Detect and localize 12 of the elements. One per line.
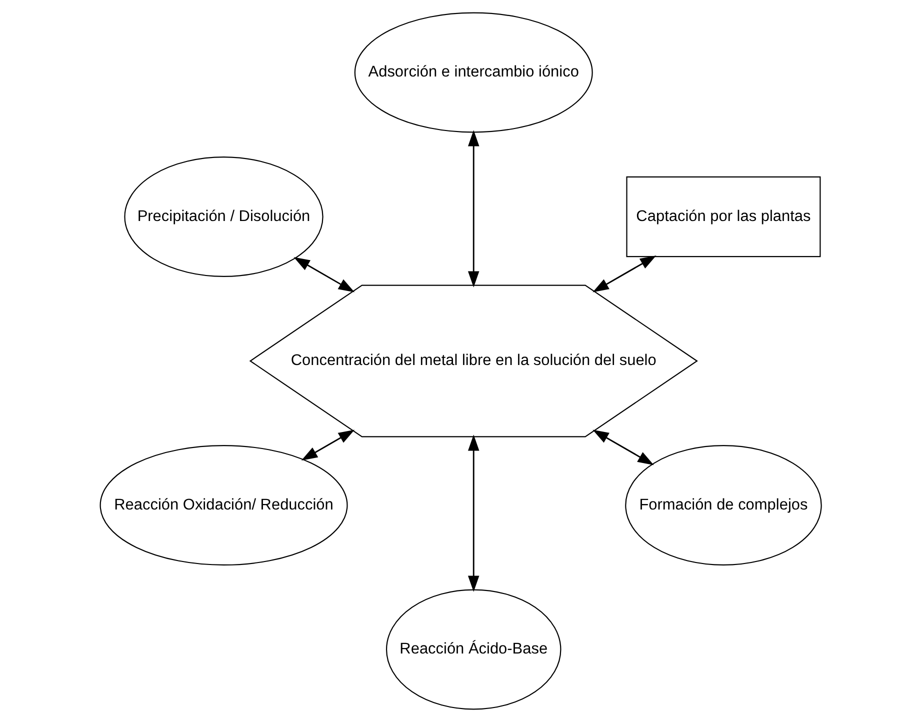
node-ellipse: Reacción Ácido-Base — [385, 589, 561, 710]
arrow — [467, 130, 479, 288]
arrow — [293, 257, 354, 292]
node-ellipse: Reacción Oxidación/ Reducción — [99, 445, 348, 566]
arrow — [467, 434, 479, 592]
arrow — [592, 256, 656, 292]
node-ellipse: Precipitación / Disolución — [124, 156, 323, 277]
arrow — [300, 430, 354, 460]
node-box: Captación por las plantas — [626, 176, 820, 258]
arrow — [592, 430, 654, 466]
node-ellipse: Adsorción e intercambio iónico — [354, 12, 592, 133]
node-ellipse: Formación de complejos — [624, 445, 822, 566]
